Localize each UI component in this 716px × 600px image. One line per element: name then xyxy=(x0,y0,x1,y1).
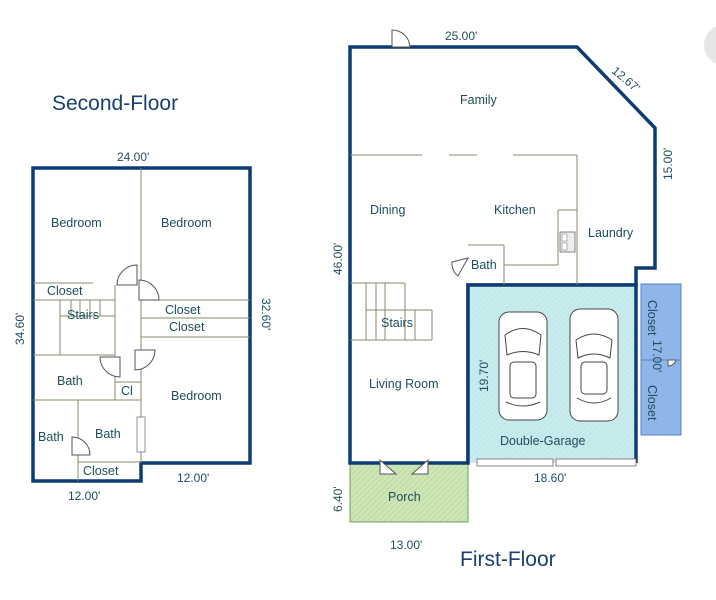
room-label: Double-Garage xyxy=(500,434,586,448)
room-label: Family xyxy=(460,93,498,107)
room-label: Bedroom xyxy=(161,216,212,230)
corner-circle xyxy=(704,26,716,64)
room-label: Cl xyxy=(121,384,133,398)
room-label: Closet xyxy=(645,385,659,421)
room-label: Stairs xyxy=(381,316,413,330)
first-floor-title: First-Floor xyxy=(460,548,556,571)
door-icon xyxy=(379,458,429,475)
room-label: Closet xyxy=(169,320,205,334)
sink-icon xyxy=(559,231,576,253)
dimension-label: 12.00' xyxy=(68,489,100,503)
room-label: Bath xyxy=(95,427,121,441)
dimension-label: 19.70' xyxy=(477,360,491,392)
car-icon xyxy=(498,311,548,421)
room-label: Closet xyxy=(47,284,83,298)
dimension-label: 46.00' xyxy=(331,243,345,275)
first-floor-plan: Family Dining Kitchen Laundry Bath Stair… xyxy=(348,29,682,523)
dimension-label: 13.00' xyxy=(390,538,422,552)
room-label: Stairs xyxy=(67,308,99,322)
dimension-label: 34.60' xyxy=(13,313,27,345)
room-label: Porch xyxy=(388,490,421,504)
dimension-label: 17.00' xyxy=(650,340,664,372)
door-icon xyxy=(451,257,469,277)
second-floor-title: Second-Floor xyxy=(52,92,178,115)
room-label: Bath xyxy=(471,258,497,272)
room-label: Living Room xyxy=(369,377,438,391)
door-icon xyxy=(391,29,411,48)
second-floor-plan: Bedroom Bedroom Closet Stairs Closet Clo… xyxy=(31,166,252,483)
dimension-label: 24.00' xyxy=(117,150,149,164)
room-label: Dining xyxy=(370,203,405,217)
room-label: Kitchen xyxy=(494,203,536,217)
room-label: Bath xyxy=(38,430,64,444)
room-label: Closet xyxy=(83,464,119,478)
dimension-label: 6.40' xyxy=(331,486,345,512)
dimension-label: 25.00' xyxy=(445,29,477,43)
room-label: Closet xyxy=(165,303,201,317)
room-label: Bath xyxy=(57,374,83,388)
dimension-label: 12.67' xyxy=(609,64,643,96)
dimension-label: 18.60' xyxy=(534,471,566,485)
room-label: Closet xyxy=(645,300,659,336)
dimension-label: 12.00' xyxy=(177,471,209,485)
car-icon xyxy=(569,308,619,422)
room-label: Bedroom xyxy=(51,216,102,230)
dimension-label: 15.00' xyxy=(661,148,675,180)
dimension-label: 32.60' xyxy=(259,298,273,330)
room-label: Bedroom xyxy=(171,389,222,403)
room-label: Laundry xyxy=(588,226,634,240)
